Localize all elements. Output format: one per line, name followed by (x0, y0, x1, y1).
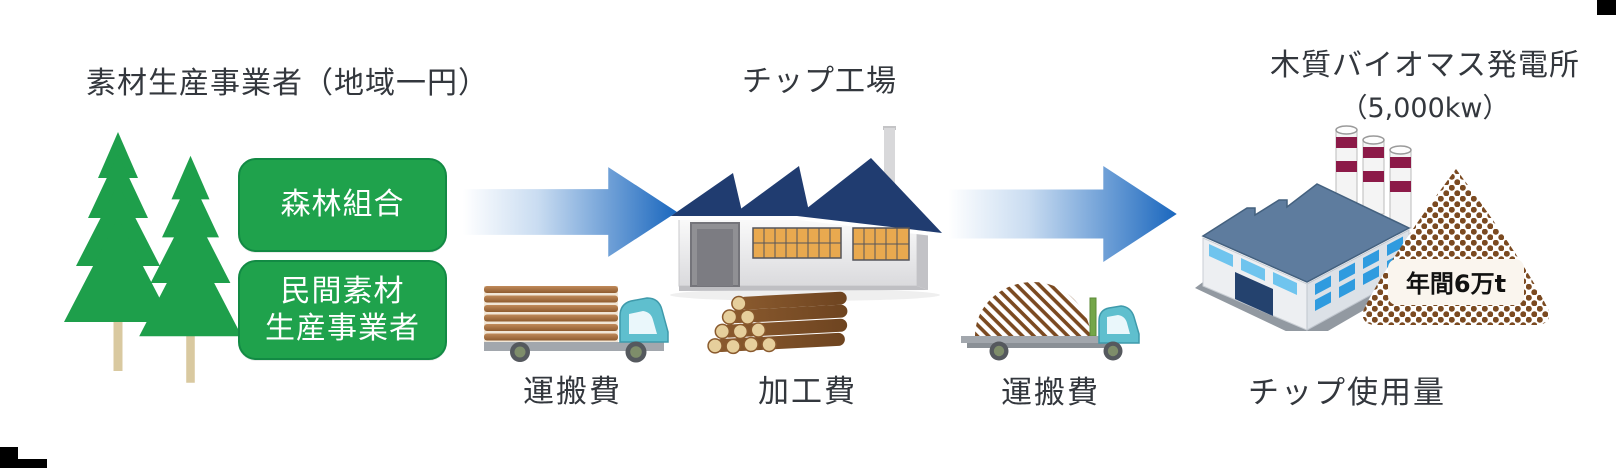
plant-roof (1201, 183, 1411, 283)
crop-mark-top-right (1597, 0, 1616, 15)
factory-chimney (884, 128, 895, 190)
processing-cost-label: 加工費 (758, 374, 857, 410)
plant-chimney (1362, 135, 1385, 215)
factory-window-band (752, 227, 842, 259)
power-plant-heading-line2: （5,000kw） (1340, 93, 1510, 124)
sawtooth-roof (797, 158, 942, 233)
annual-amount-text: 年間6万t (1406, 270, 1506, 298)
truck-wheel (989, 341, 1009, 361)
log-cargo (484, 286, 618, 342)
chip-factory-icon (670, 126, 942, 301)
chip-mound (975, 282, 1091, 336)
org-box-private-producers-line1: 民間素材 (280, 273, 405, 309)
sawtooth-roof (731, 166, 810, 216)
truck-windshield (629, 311, 657, 334)
plant-front-windows (1209, 244, 1297, 295)
producer-heading: 素材生産事業者（地域一円） (86, 66, 489, 101)
plant-chimney (1389, 145, 1412, 229)
truck-wheel (510, 342, 530, 362)
pine-trees-icon (64, 132, 242, 383)
org-box-private-producers-line2: 生産事業者 (265, 311, 420, 346)
factory-window-band (852, 227, 910, 261)
chip-pile-icon: 年間6万t (1362, 169, 1550, 325)
flow-arrow-icon (463, 167, 678, 257)
transport-cost-label-1: 運搬費 (523, 374, 622, 410)
plant-chimney (1335, 125, 1358, 203)
log-truck-icon (484, 286, 669, 363)
annual-amount-badge (1388, 259, 1524, 305)
log-row (707, 332, 845, 355)
log-row (731, 291, 847, 312)
flow-arrow-icon (948, 166, 1177, 262)
logs-pile-icon (707, 291, 848, 355)
truck-wheel (1103, 341, 1123, 361)
truck-stake (1089, 297, 1097, 337)
truck-wheel (625, 341, 647, 363)
log-row (721, 304, 848, 325)
crop-mark-bottom-left-foot (0, 459, 47, 468)
org-box-private-producers: 民間素材 生産事業者 (238, 260, 447, 360)
chip-factory-heading: チップ工場 (742, 64, 897, 99)
transport-cost-label-2: 運搬費 (1001, 375, 1100, 411)
plant-door (1235, 272, 1273, 316)
chip-usage-label: チップ使用量 (1248, 375, 1446, 411)
log-row (714, 318, 848, 340)
org-box-forest-cooperative-label: 森林組合 (280, 187, 405, 223)
truck-windshield (1107, 315, 1130, 334)
truck-flatbed (961, 336, 1135, 343)
power-plant-heading: 木質バイオマス発電所 （5,000kw） (1235, 40, 1615, 125)
chip-truck-icon (961, 282, 1140, 361)
pine-tree (64, 132, 172, 371)
power-plant-heading-line1: 木質バイオマス発電所 (1270, 48, 1580, 83)
org-box-forest-cooperative: 森林組合 (238, 158, 447, 252)
sawtooth-roof (671, 173, 743, 216)
truck-chassis (484, 342, 664, 351)
pine-tree (139, 155, 242, 383)
